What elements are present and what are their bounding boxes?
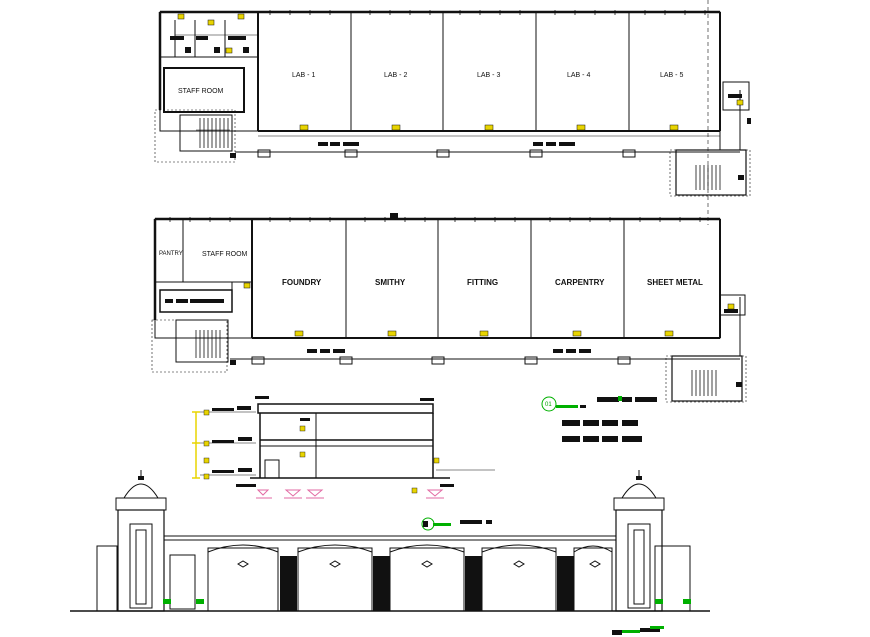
ground-floor-black-blocks (165, 213, 742, 387)
legend-green (618, 396, 664, 633)
building-section (200, 403, 495, 479)
ground-floor-plan (151, 217, 747, 403)
smithy-label: SMITHY (375, 278, 406, 287)
first-floor-stairs (199, 118, 721, 190)
ground-floor-light-fixtures (243, 282, 735, 337)
ground-floor-staff-room-label: STAFF ROOM (202, 251, 248, 258)
ground-floor-columns (251, 356, 631, 365)
elevation-dark-pillars (138, 476, 642, 611)
first-floor-plan (154, 0, 751, 225)
section-level-markers (203, 409, 440, 494)
elevation-tag (421, 517, 451, 531)
first-floor-black-blocks (170, 36, 751, 180)
legend-blocks (460, 397, 660, 635)
fitting-label: FITTING (467, 278, 498, 287)
ground-floor-wall-ticks (169, 217, 701, 222)
lab-1-label: LAB - 1 (292, 72, 315, 79)
elevation-planters (163, 599, 691, 604)
first-floor-light-fixtures (177, 13, 744, 131)
section-tag-circle (541, 396, 557, 412)
first-floor-columns (257, 149, 636, 158)
section-black-labels (212, 396, 454, 487)
first-floor-wall-ticks (269, 10, 706, 15)
lab-2-label: LAB - 2 (384, 72, 407, 79)
carpentry-label: CARPENTRY (555, 278, 605, 287)
pantry-label: PANTRY (159, 251, 183, 257)
section-foundations (256, 489, 444, 499)
first-floor-staff-room-label: STAFF ROOM (178, 88, 224, 95)
lab-4-label: LAB - 4 (567, 72, 590, 79)
lab-3-label: LAB - 3 (477, 72, 500, 79)
section-tag: 01 (541, 396, 586, 412)
lab-5-label: LAB - 5 (660, 72, 683, 79)
section-dimension (192, 411, 200, 479)
ground-floor-stairs (195, 330, 717, 396)
section-tag-label: 01 (545, 402, 552, 408)
sheet-metal-label: SHEET METAL (647, 278, 703, 287)
foundry-label: FOUNDRY (282, 278, 322, 287)
